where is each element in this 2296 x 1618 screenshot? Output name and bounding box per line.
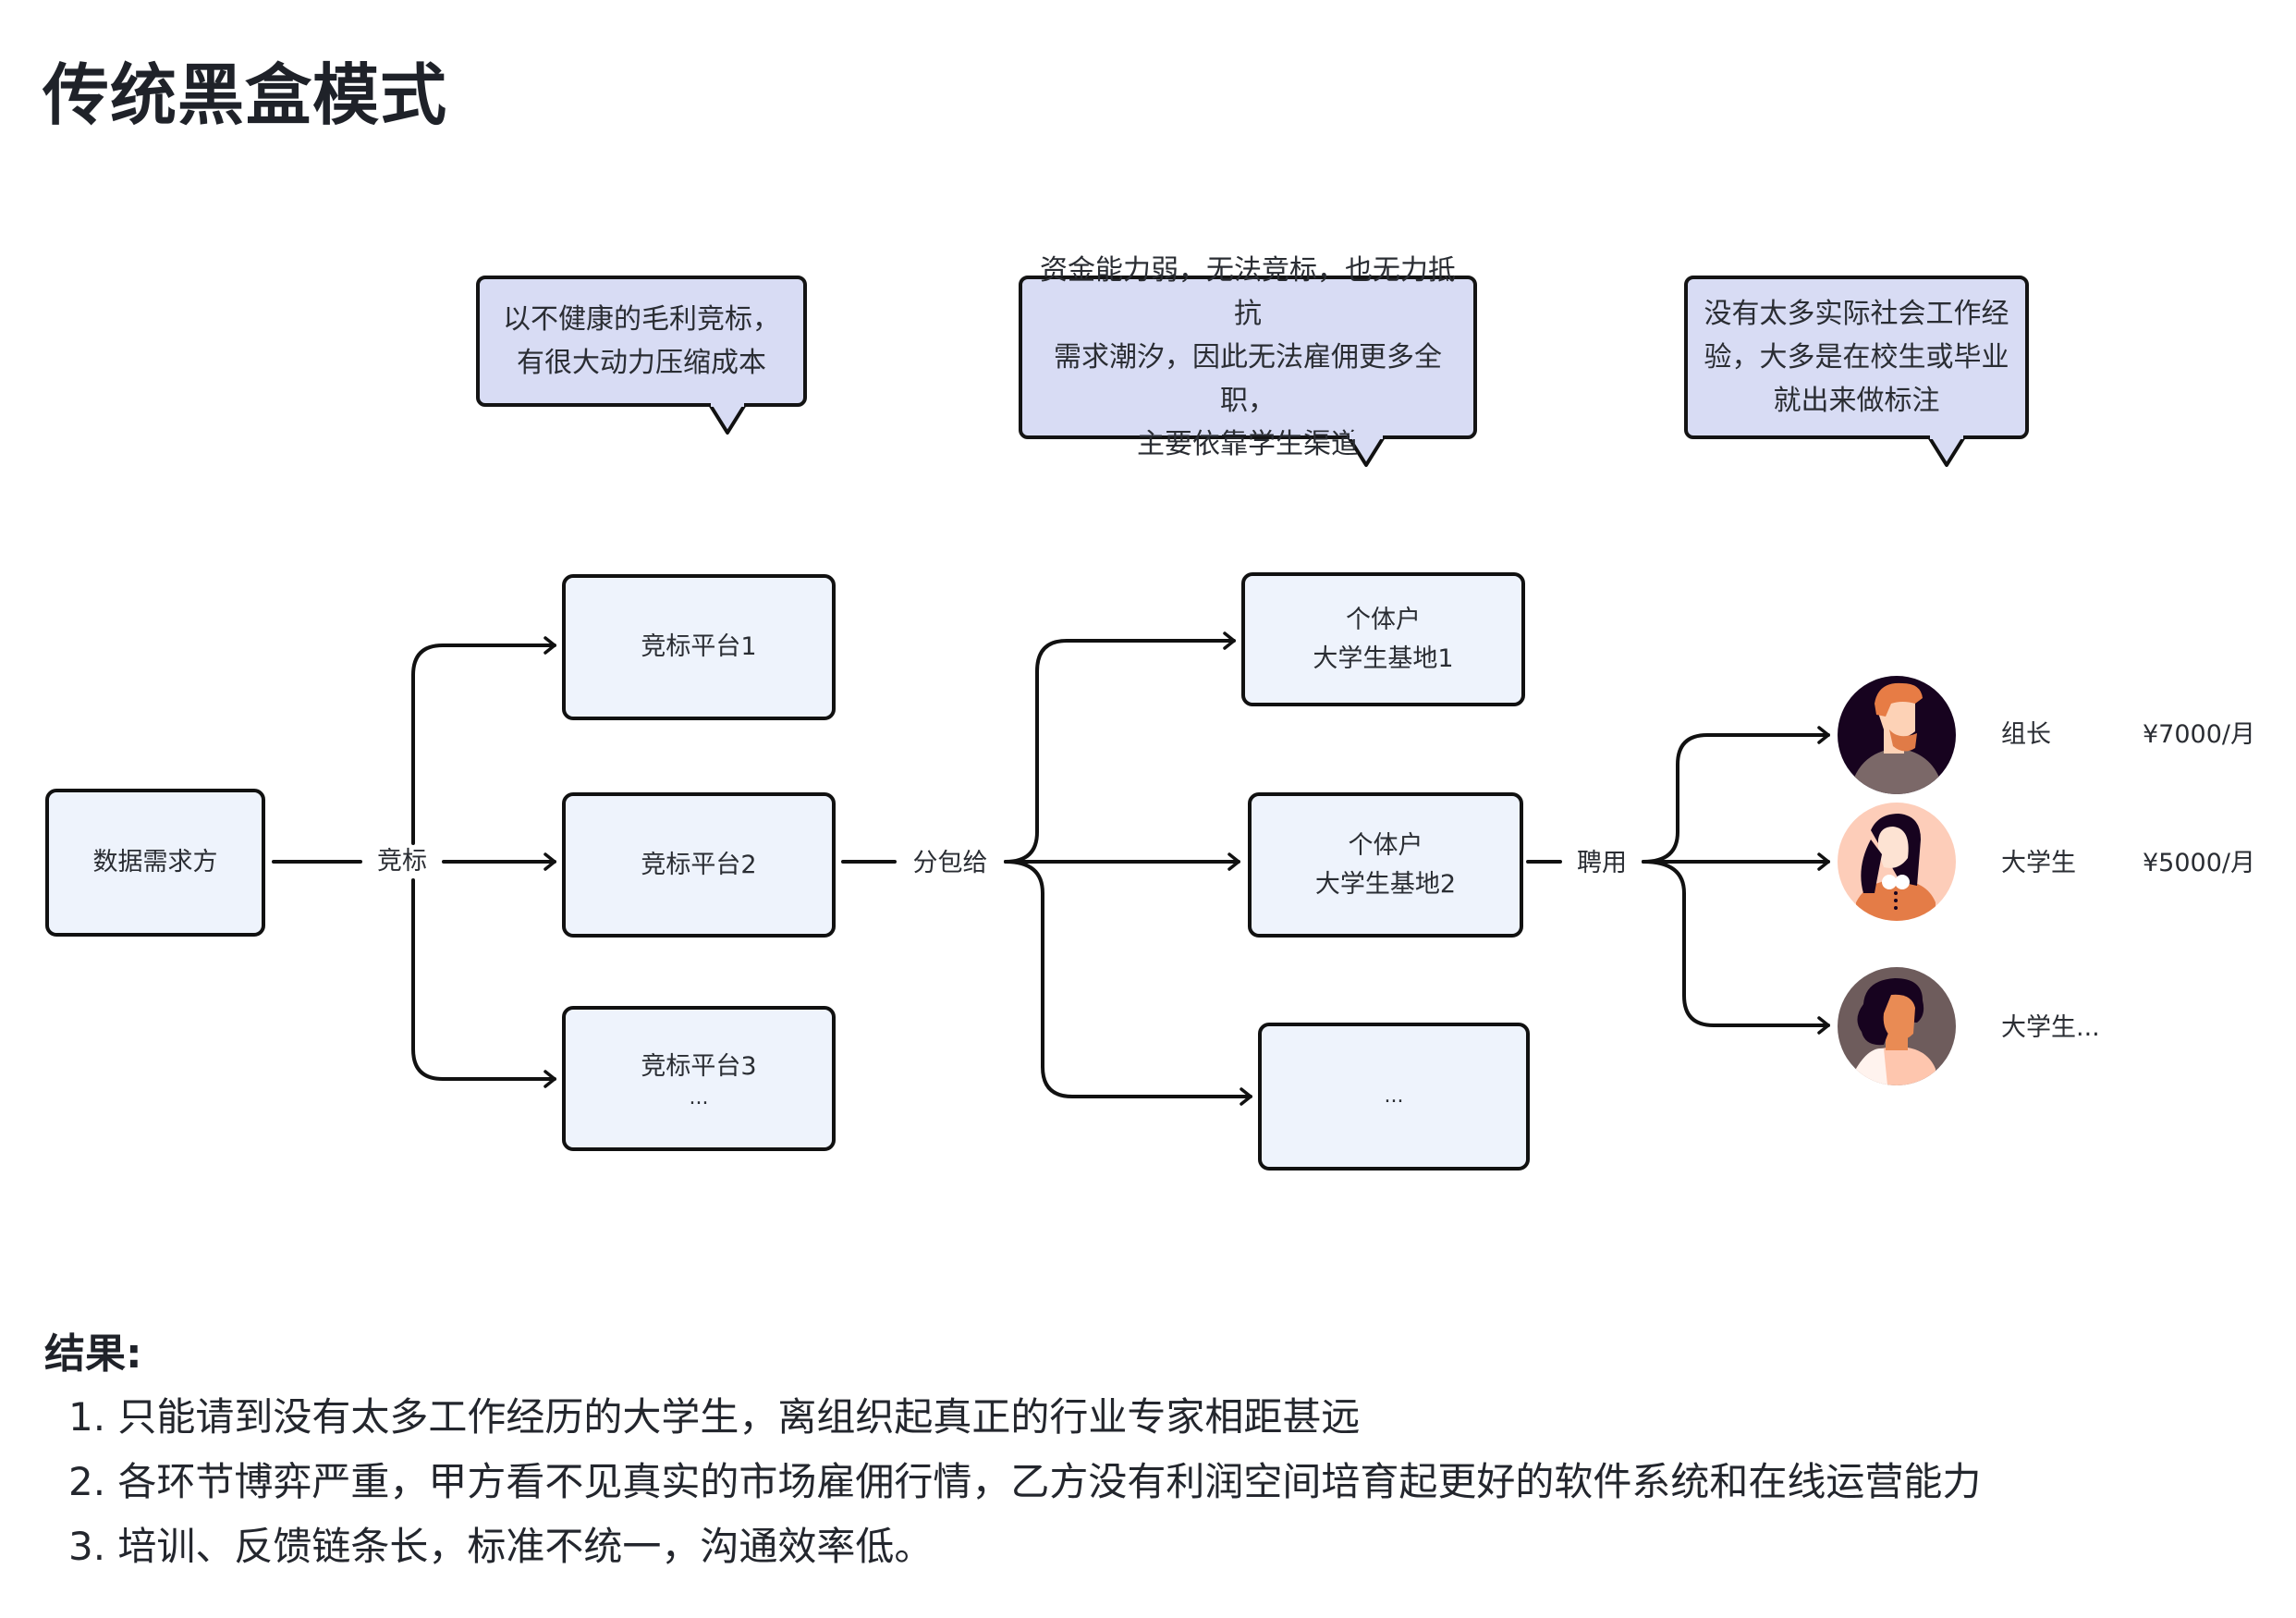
callout-vendor-note: 资金能力弱，无法竞标，也无力抵抗 需求潮汐，因此无法雇佣更多全职， 主要依靠学生… (1019, 254, 1477, 460)
edge-bid-to-platform-3 (411, 878, 556, 1088)
edge-label-bid: 竞标 (372, 845, 433, 878)
node-platform-1[interactable]: 竞标平台1 (562, 574, 836, 720)
callout-line: 没有太多实际社会工作经 (1704, 298, 2009, 330)
worker-role-3: 大学生... (2001, 1013, 2100, 1042)
edge-hire-to-worker-1 (1642, 726, 1830, 864)
edge-label-hire: 聘用 (1571, 847, 1632, 880)
callout-2-tail-joint (1350, 432, 1383, 439)
callout-line: 主要依靠学生渠道 (1137, 428, 1359, 460)
worker-role-1: 组长 (2001, 720, 2051, 749)
node-label: 大学生基地2 (1314, 869, 1457, 899)
edge-subcontract-to-vendor-1 (1004, 631, 1236, 864)
woman-curly-hair-avatar (1838, 967, 1956, 1085)
node-vendor-3[interactable]: ... (1258, 1023, 1530, 1171)
callout-2-tail (1346, 434, 1386, 467)
node-label: 个体户 (1346, 605, 1421, 634)
results-item: 1. 只能请到没有太多工作经历的大学生，离组织起真正的行业专家相距甚远 (68, 1394, 1361, 1440)
node-data-demander[interactable]: 数据需求方 (45, 789, 265, 937)
worker-role-2: 大学生 (2001, 849, 2076, 877)
edge-label-subcontract: 分包给 (907, 847, 994, 880)
node-label: 竞标平台2 (641, 850, 757, 879)
callout-3-tail (1926, 434, 1967, 467)
node-label: 竞标平台3 (641, 1051, 757, 1081)
worker-salary-1: ¥7000/月 (2143, 720, 2255, 749)
node-label: 个体户 (1348, 830, 1423, 860)
callout-line: 有很大动力压缩成本 (517, 347, 766, 379)
results-item: 3. 培训、反馈链条长，标准不统一，沟通效率低。 (68, 1524, 934, 1569)
node-platform-2[interactable]: 竞标平台2 (562, 792, 836, 938)
worker-salary-2: ¥5000/月 (2143, 849, 2255, 877)
edge-bid-to-platform-1 (411, 636, 556, 845)
results-title: 结果: (44, 1330, 142, 1378)
edge-subcontract-to-vendor-3 (1004, 860, 1252, 1106)
callout-line: 验，大多是在校生或毕业 (1704, 341, 2009, 374)
node-vendor-2[interactable]: 个体户 大学生基地2 (1248, 792, 1523, 938)
callout-line: 以不健康的毛利竞标， (503, 303, 780, 336)
edge-hire-to-worker-3 (1642, 860, 1830, 1035)
results-section: 结果: 1. 只能请到没有太多工作经历的大学生，离组织起真正的行业专家相距甚远 … (44, 1324, 1981, 1579)
node-label: 数据需求方 (92, 848, 218, 876)
callout-margin-note: 以不健康的毛利竞标， 有很大动力压缩成本 (476, 276, 807, 407)
node-platform-3[interactable]: 竞标平台3 ... (562, 1006, 836, 1151)
callout-worker-note: 没有太多实际社会工作经 验，大多是在校生或毕业 就出来做标注 (1684, 276, 2029, 439)
page-title: 传统黑盒模式 (43, 56, 448, 134)
node-label-ellipsis: ... (689, 1085, 709, 1109)
node-label: 大学生基地1 (1313, 644, 1454, 673)
callout-line: 需求潮汐，因此无法雇佣更多全职， (1054, 341, 1442, 417)
woman-black-hair-orange-dress-avatar (1838, 803, 1956, 921)
callout-1-tail-joint (711, 399, 744, 407)
callout-1-tail (707, 401, 748, 435)
callout-3-tail-joint (1930, 432, 1963, 439)
results-item: 2. 各环节博弈严重，甲方看不见真实的市场雇佣行情，乙方没有利润空间培育起更好的… (68, 1459, 1982, 1504)
callout-line: 就出来做标注 (1773, 385, 1940, 417)
node-vendor-1[interactable]: 个体户 大学生基地1 (1241, 572, 1525, 706)
node-label: 竞标平台1 (641, 632, 757, 661)
man-orange-hair-beard-avatar (1838, 676, 1956, 794)
node-label-ellipsis: ... (1384, 1085, 1404, 1108)
callout-line: 资金能力弱，无法竞标，也无力抵抗 (1040, 254, 1456, 330)
